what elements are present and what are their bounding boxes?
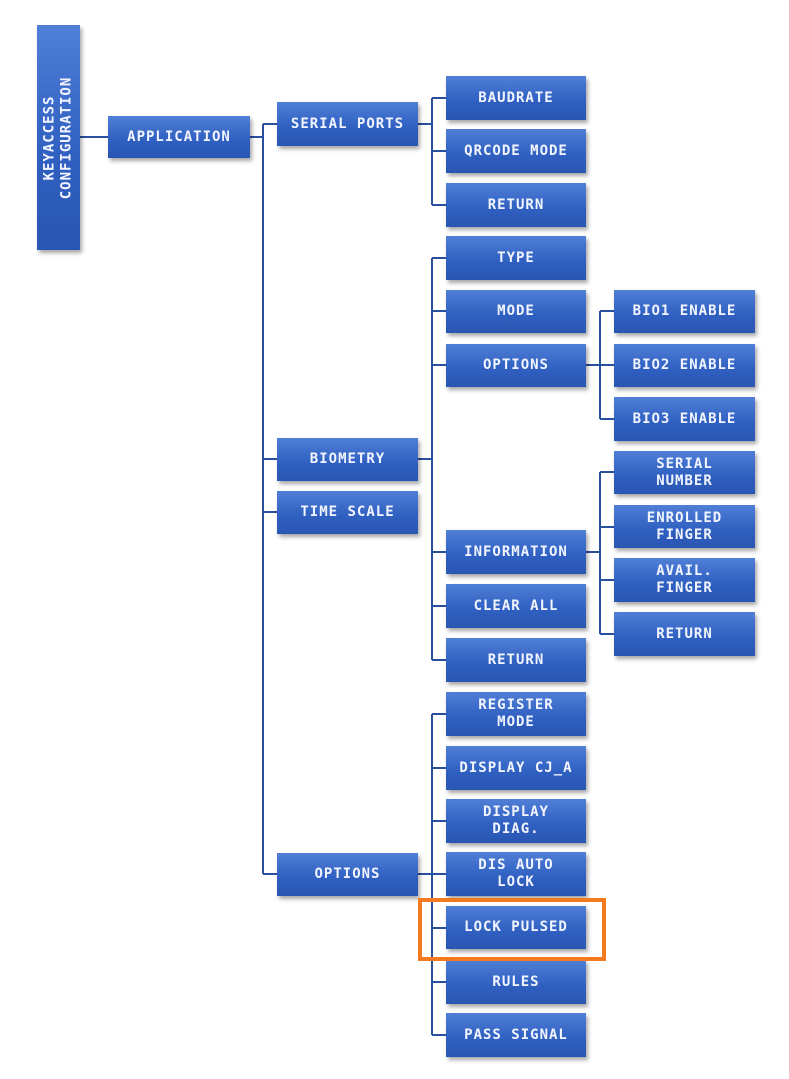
node-mode[interactable]: MODE: [446, 290, 586, 333]
node-bio3-enable[interactable]: BIO3 ENABLE: [614, 397, 755, 441]
node-serial-number[interactable]: SERIAL NUMBER: [614, 451, 755, 494]
node-type[interactable]: TYPE: [446, 236, 586, 280]
node-dis-auto-lock[interactable]: DIS AUTO LOCK: [446, 852, 586, 896]
node-display-diag[interactable]: DISPLAY DIAG.: [446, 799, 586, 843]
node-serial-ports[interactable]: SERIAL PORTS: [277, 102, 418, 146]
node-register-mode[interactable]: REGISTER MODE: [446, 692, 586, 736]
node-biometry-options[interactable]: OPTIONS: [446, 344, 586, 387]
node-application[interactable]: APPLICATION: [108, 116, 250, 158]
node-display-cj-a[interactable]: DISPLAY CJ_A: [446, 746, 586, 790]
node-avail-finger[interactable]: AVAIL. FINGER: [614, 558, 755, 602]
node-pass-signal[interactable]: PASS SIGNAL: [446, 1013, 586, 1057]
node-enrolled-finger[interactable]: ENROLLED FINGER: [614, 505, 755, 548]
node-baudrate[interactable]: BAUDRATE: [446, 76, 586, 120]
node-serial-return[interactable]: RETURN: [446, 183, 586, 227]
node-lock-pulsed[interactable]: LOCK PULSED: [446, 906, 586, 949]
node-time-scale[interactable]: TIME SCALE: [277, 491, 418, 534]
node-options[interactable]: OPTIONS: [277, 853, 418, 896]
node-bio2-enable[interactable]: BIO2 ENABLE: [614, 344, 755, 387]
node-information-return[interactable]: RETURN: [614, 612, 755, 656]
node-rules[interactable]: RULES: [446, 960, 586, 1004]
node-biometry[interactable]: BIOMETRY: [277, 438, 418, 481]
node-bio1-enable[interactable]: BIO1 ENABLE: [614, 290, 755, 333]
node-information[interactable]: INFORMATION: [446, 530, 586, 574]
root-label: KEYACCESS CONFIGURATION: [41, 76, 75, 199]
node-qrcode-mode[interactable]: QRCODE MODE: [446, 129, 586, 173]
node-clear-all[interactable]: CLEAR ALL: [446, 584, 586, 628]
node-biometry-return[interactable]: RETURN: [446, 638, 586, 682]
node-keyaccess-configuration[interactable]: KEYACCESS CONFIGURATION: [37, 25, 80, 250]
highlight-lock-pulsed: [418, 898, 606, 961]
